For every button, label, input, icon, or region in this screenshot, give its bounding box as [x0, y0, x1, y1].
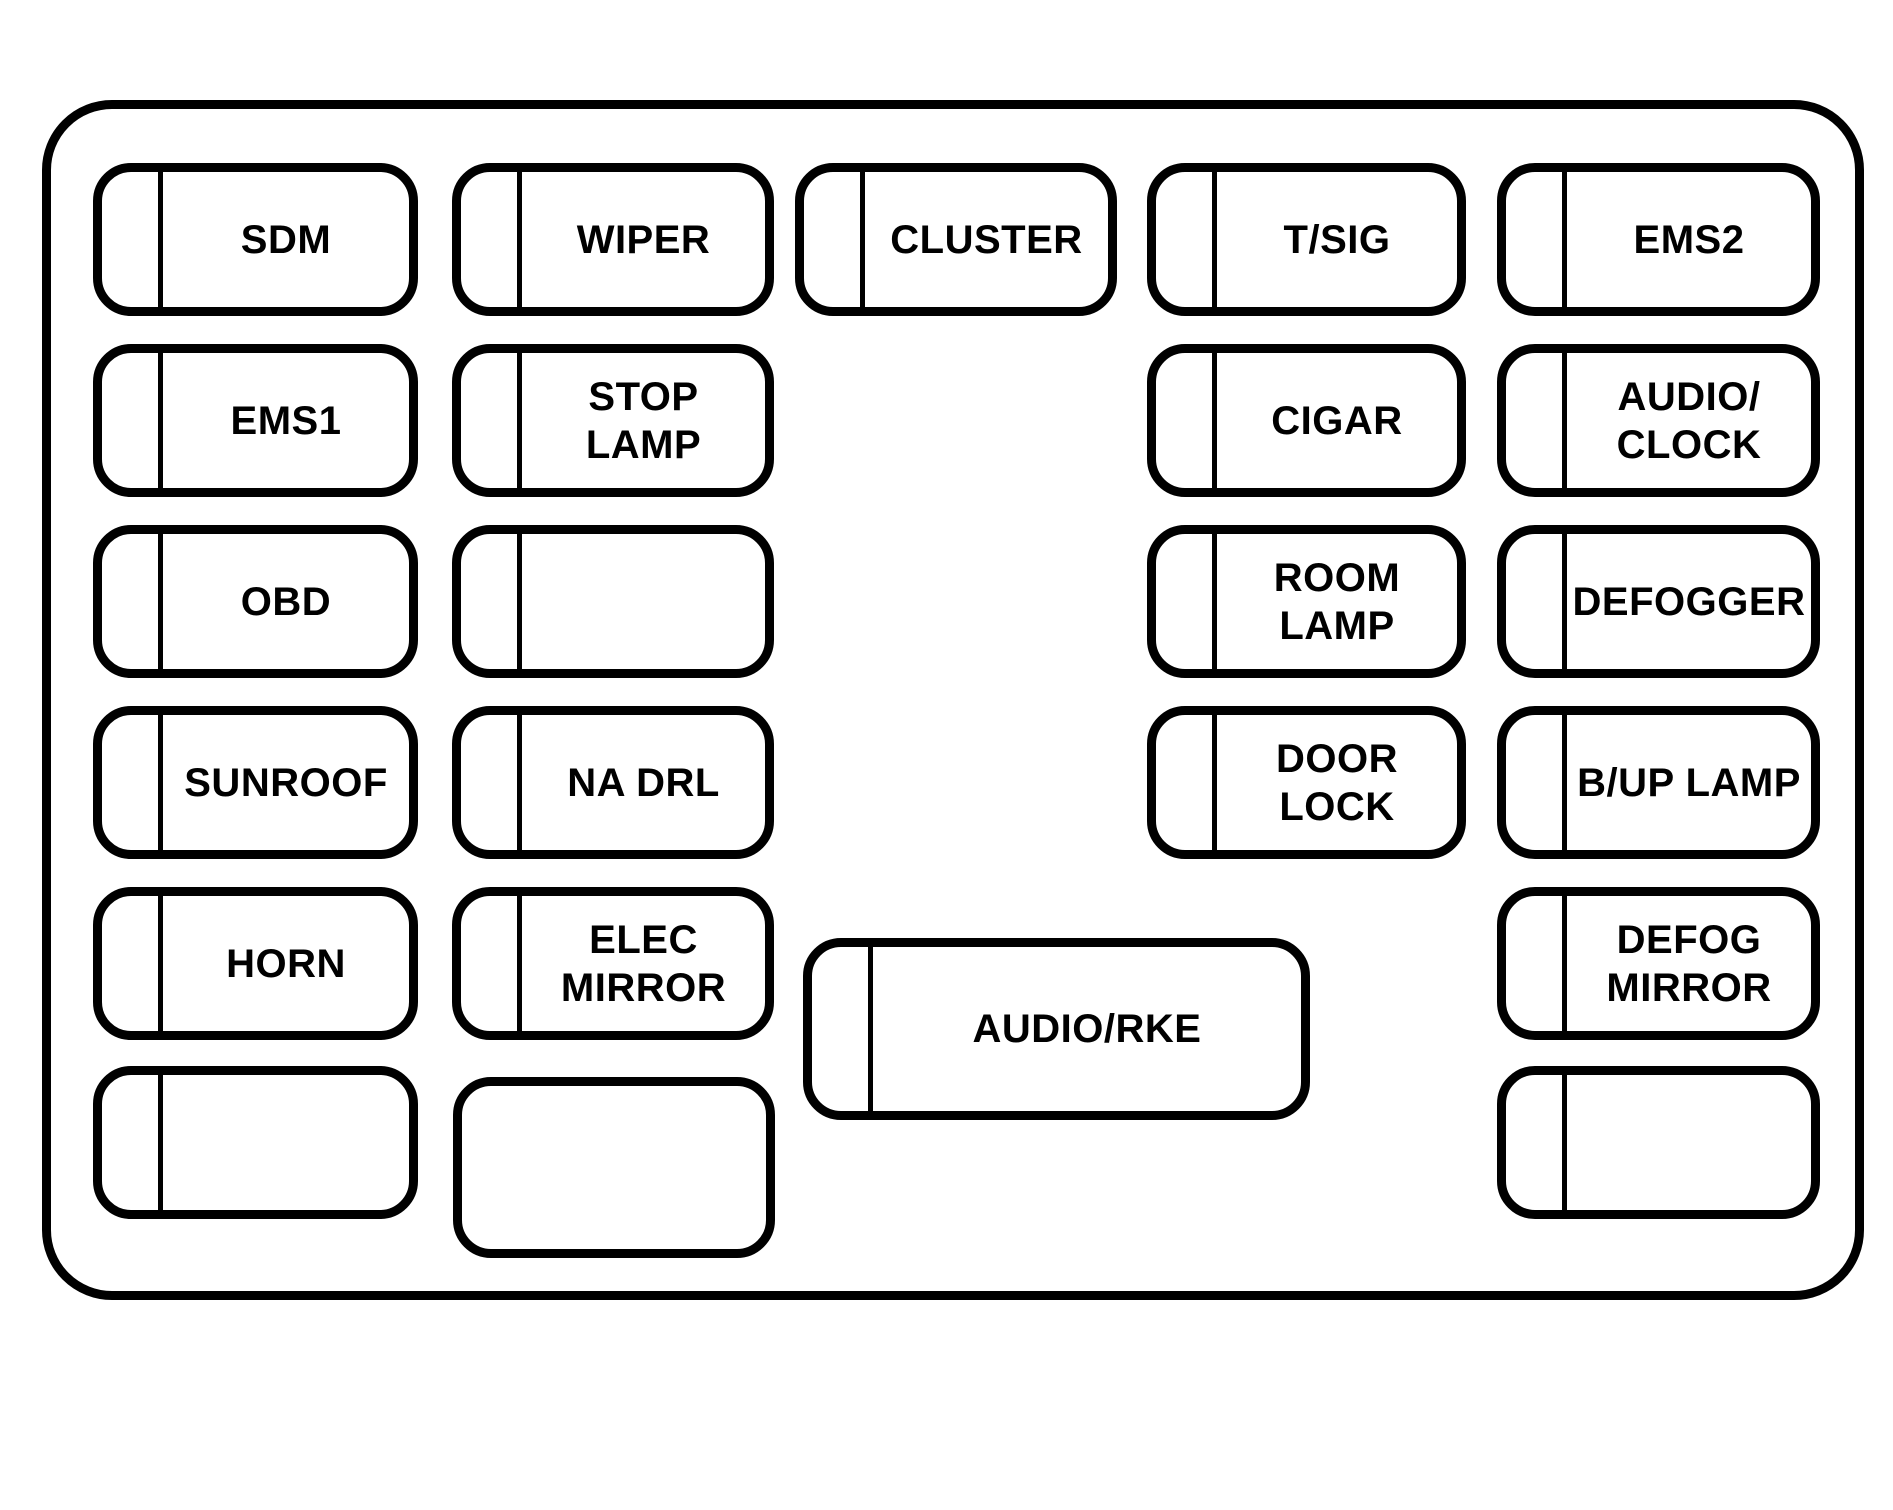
- fuse-label-cluster: CLUSTER: [890, 217, 1083, 262]
- fuse-na-drl: NA DRL: [452, 706, 774, 859]
- fuse-divider: [158, 1074, 163, 1211]
- fuse-label-defog-mirror: DEFOG MIRROR: [1606, 917, 1772, 1010]
- fuse-divider: [1212, 171, 1217, 308]
- fuse-label-ems2: EMS2: [1633, 217, 1745, 262]
- fuse-sunroof: SUNROOF: [93, 706, 418, 859]
- fuse-ems1: EMS1: [93, 344, 418, 497]
- fuse-room-lamp: ROOM LAMP: [1147, 525, 1466, 678]
- fuse-sdm: SDM: [93, 163, 418, 316]
- fuse-defog-mirror: DEFOG MIRROR: [1497, 887, 1820, 1040]
- fuse-label-wiper: WIPER: [576, 217, 711, 262]
- fuse-horn: HORN: [93, 887, 418, 1040]
- fuse-divider: [517, 714, 522, 851]
- fuse-label-audio-clock: AUDIO/ CLOCK: [1616, 374, 1762, 467]
- fuse-label-audio-rke: AUDIO/RKE: [972, 1007, 1202, 1051]
- fuse-divider: [868, 946, 873, 1112]
- fuse-divider: [517, 895, 522, 1032]
- fuse-defogger: DEFOGGER: [1497, 525, 1820, 678]
- fuse-audio-rke: AUDIO/RKE: [803, 938, 1310, 1120]
- fuse-label-ems1: EMS1: [230, 398, 342, 443]
- fuse-divider: [158, 714, 163, 851]
- fuse-label-horn: HORN: [226, 941, 346, 986]
- fuse-empty-r6c1: [93, 1066, 418, 1219]
- fuse-divider: [517, 533, 522, 670]
- fuse-empty-r6c5: [1497, 1066, 1820, 1219]
- fuse-label-room-lamp: ROOM LAMP: [1273, 555, 1401, 648]
- fuse-divider: [158, 352, 163, 489]
- fuse-divider: [158, 895, 163, 1032]
- fuse-empty-r3c2: [452, 525, 774, 678]
- fuse-divider: [1212, 352, 1217, 489]
- fuse-divider: [517, 352, 522, 489]
- fuse-divider: [1212, 714, 1217, 851]
- fuse-elec-mirror: ELEC MIRROR: [452, 887, 774, 1040]
- fuse-label-empty-r6c2: [462, 1086, 766, 1249]
- fuse-label-cigar: CIGAR: [1271, 398, 1403, 443]
- fuse-label-obd: OBD: [240, 579, 332, 624]
- fuse-divider: [1562, 895, 1567, 1032]
- fuse-label-sunroof: SUNROOF: [184, 760, 388, 805]
- fuse-divider: [1562, 352, 1567, 489]
- fuse-b-up-lamp: B/UP LAMP: [1497, 706, 1820, 859]
- fuse-t-sig: T/SIG: [1147, 163, 1466, 316]
- fuse-divider: [158, 171, 163, 308]
- fuse-label-elec-mirror: ELEC MIRROR: [560, 917, 727, 1010]
- fuse-door-lock: DOOR LOCK: [1147, 706, 1466, 859]
- fuse-label-door-lock: DOOR LOCK: [1276, 736, 1398, 829]
- fuse-label-b-up-lamp: B/UP LAMP: [1577, 760, 1801, 805]
- fuse-label-empty-r6c1: [163, 1075, 409, 1210]
- fuse-divider: [158, 533, 163, 670]
- fuse-label-defogger: DEFOGGER: [1572, 579, 1806, 624]
- fuse-divider: [517, 171, 522, 308]
- fuse-wiper: WIPER: [452, 163, 774, 316]
- fuse-label-stop-lamp: STOP LAMP: [585, 374, 702, 467]
- fuse-label-empty-r6c5: [1567, 1075, 1811, 1210]
- fuse-label-na-drl: NA DRL: [567, 760, 720, 805]
- fuse-stop-lamp: STOP LAMP: [452, 344, 774, 497]
- fuse-cigar: CIGAR: [1147, 344, 1466, 497]
- fuse-divider: [1562, 1074, 1567, 1211]
- fuse-divider: [1562, 533, 1567, 670]
- fuse-label-sdm: SDM: [240, 217, 332, 262]
- fuse-cluster: CLUSTER: [795, 163, 1117, 316]
- fuse-ems2: EMS2: [1497, 163, 1820, 316]
- fuse-divider: [1212, 533, 1217, 670]
- fuse-empty-r6c2: [453, 1077, 775, 1258]
- fuse-audio-clock: AUDIO/ CLOCK: [1497, 344, 1820, 497]
- fuse-divider: [1562, 714, 1567, 851]
- fuse-divider: [1562, 171, 1567, 308]
- fuse-label-t-sig: T/SIG: [1283, 217, 1391, 262]
- fuse-obd: OBD: [93, 525, 418, 678]
- fuse-divider: [860, 171, 865, 308]
- fuse-label-empty-r3c2: [522, 534, 765, 669]
